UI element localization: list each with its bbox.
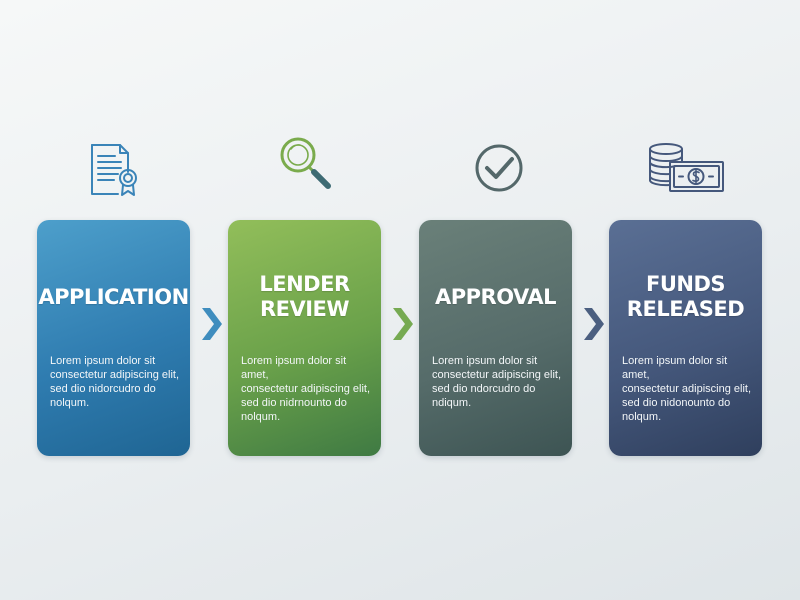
step-description: Lorem ipsum dolor sit consectetur adipis… [50, 355, 180, 409]
chevron-right-icon [391, 306, 415, 342]
step-card-approval: APPROVAL Lorem ipsum dolor sit consectet… [419, 220, 572, 456]
chevron-right-icon [582, 306, 606, 342]
coins-and-banknote-icon [646, 142, 726, 194]
step-title: APPLICATION [38, 284, 189, 309]
step-description: Lorem ipsum dolor sit amet, consectetur … [241, 355, 371, 423]
step-title: LENDER REVIEW [259, 272, 350, 321]
step-title: APPROVAL [435, 284, 556, 309]
step-card-funds-released: FUNDS RELEASED Lorem ipsum dolor sit ame… [609, 220, 762, 456]
step-card-lender-review: LENDER REVIEW Lorem ipsum dolor sit amet… [228, 220, 381, 456]
certificate-document-icon [88, 142, 140, 198]
chevron-right-icon [200, 306, 224, 342]
step-card-application: APPLICATION Lorem ipsum dolor sit consec… [37, 220, 190, 456]
step-description: Lorem ipsum dolor sit consectetur adipis… [432, 355, 562, 409]
step-description: Lorem ipsum dolor sit amet, consectetur … [622, 355, 752, 423]
magnifying-glass-icon [276, 135, 336, 195]
step-title: FUNDS RELEASED [626, 272, 745, 321]
checkmark-circle-icon [473, 142, 525, 194]
